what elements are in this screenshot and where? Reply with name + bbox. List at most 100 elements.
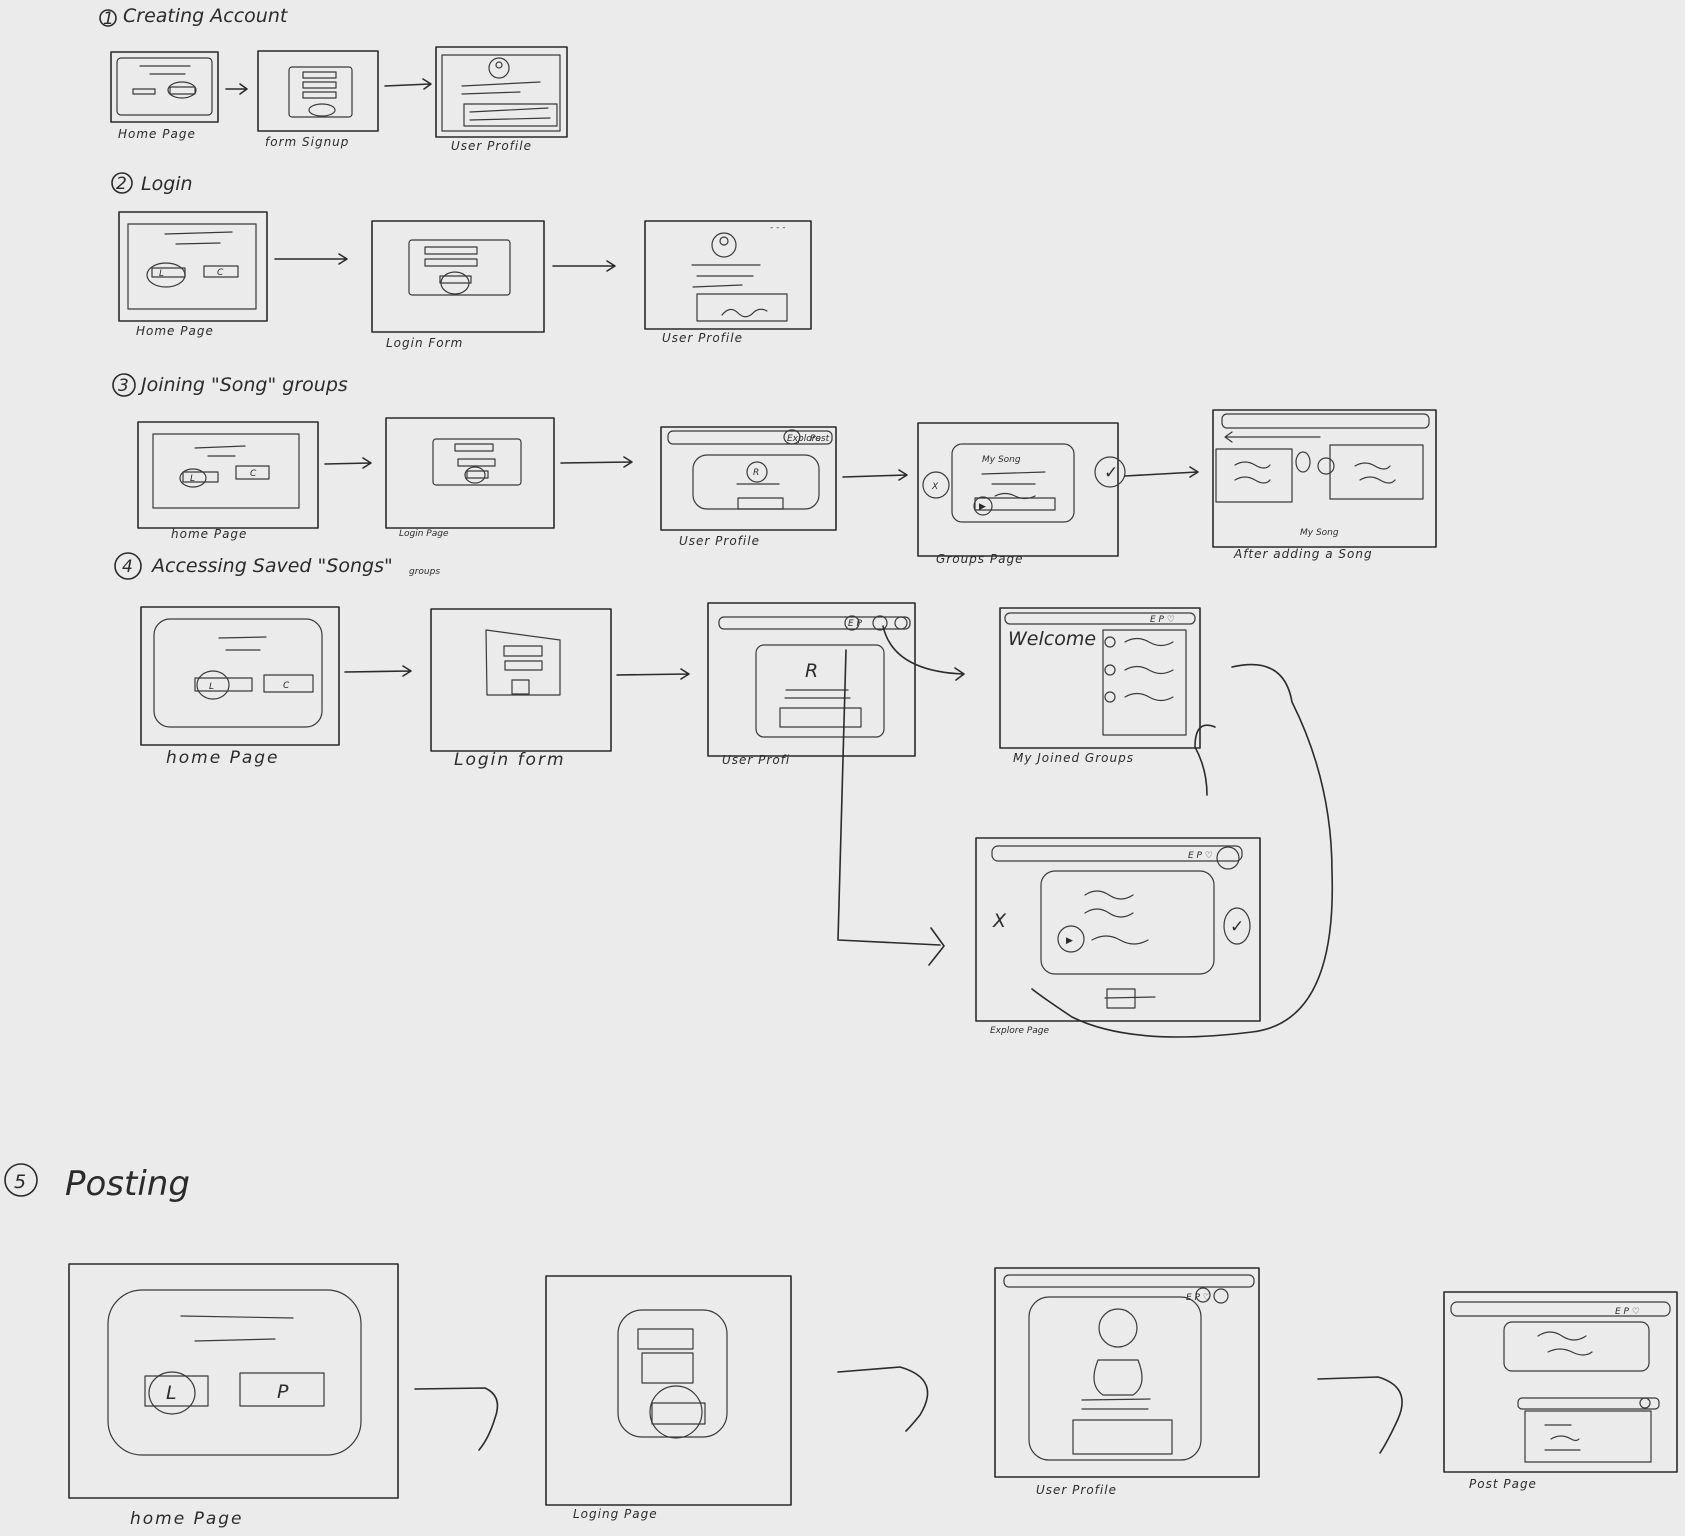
section-2: 2 Login L C Home Page Login Form xyxy=(111,172,812,350)
section-5: 5 Posting L P home Page Loging Page xyxy=(4,1163,1678,1529)
s3-login-page-caption: Login Page xyxy=(399,529,449,539)
s1-form-signup-caption: form Signup xyxy=(265,135,349,149)
s5-btn-p: P xyxy=(277,1381,289,1403)
s3-user-profile-screen: Explore Post R xyxy=(660,426,837,531)
s3-card-title: My Song xyxy=(982,455,1021,465)
s3-btn-c: C xyxy=(250,469,257,479)
s4-login-form-screen xyxy=(430,608,612,752)
section-4-title: Accessing Saved "Songs" xyxy=(150,555,393,577)
section-4-number: 4 xyxy=(122,557,133,577)
s4-btn-c: C xyxy=(283,681,290,691)
s2-dots: - - - xyxy=(770,223,785,233)
s2-btn-l: L xyxy=(159,269,164,279)
section-1-number: 1 xyxy=(103,9,114,29)
s4-arrow-to-explore xyxy=(837,649,945,966)
s5-arrow-1 xyxy=(414,1387,499,1451)
s5-post-nav: E P ♡ xyxy=(1615,1307,1640,1317)
s2-user-profile-screen xyxy=(644,220,812,330)
s1-arrow-1 xyxy=(225,83,248,95)
s3-home-page-screen xyxy=(137,421,319,529)
s4-explore-page-screen: E P ♡ ▶ X ✓ xyxy=(975,837,1261,1022)
section-5-number-circle xyxy=(4,1163,38,1197)
s4-home-page-screen xyxy=(140,606,340,746)
section-3: 3 Joining "Song" groups L C home Page Lo… xyxy=(112,373,1437,566)
s5-post-page-caption: Post Page xyxy=(1469,1477,1537,1491)
section-4-number-circle xyxy=(114,552,142,580)
s3-arrow-3 xyxy=(842,469,908,481)
s5-post-page-screen: E P ♡ xyxy=(1443,1291,1678,1473)
s3-arrow-2 xyxy=(560,456,633,468)
s3-groups-page-screen: My Song ▶ X ✓ xyxy=(917,422,1126,557)
s5-btn-l: L xyxy=(166,1382,177,1404)
s2-arrow-1 xyxy=(274,253,348,265)
s1-arrow-2 xyxy=(384,78,432,90)
s4-explore-accept: ✓ xyxy=(1230,917,1244,937)
s3-after-adding-caption: After adding a Song xyxy=(1233,547,1373,561)
s4-nav-epo: E P ♡ xyxy=(1150,615,1175,625)
s4-user-profile-screen: E P R xyxy=(707,602,916,757)
s3-avatar-letter: R xyxy=(753,468,759,478)
s3-menu-explore: Explore xyxy=(787,434,821,444)
s2-login-form-screen xyxy=(371,220,545,333)
s1-home-page-caption: Home Page xyxy=(118,127,196,141)
section-2-number-circle xyxy=(111,172,133,194)
s5-home-page-screen: L P xyxy=(68,1263,399,1499)
section-1-title: Creating Account xyxy=(123,5,289,27)
s3-my-song-header: My Song xyxy=(1300,528,1339,538)
s4-loop-arrow-2 xyxy=(1194,724,1216,796)
s5-user-profile-screen: E P ♡ xyxy=(994,1267,1260,1478)
section-3-number-circle xyxy=(112,373,136,397)
s1-user-profile-screen xyxy=(435,46,568,138)
s4-explore-nav: E P ♡ xyxy=(1188,851,1213,861)
section-5-number: 5 xyxy=(14,1171,26,1193)
s3-arrow-4 xyxy=(1124,466,1199,478)
s3-login-page-screen xyxy=(385,417,555,529)
s4-arrow-3 xyxy=(882,625,965,681)
section-4-title-suffix: groups xyxy=(409,567,440,577)
s4-nav-ep: E P xyxy=(848,619,863,629)
s2-btn-c: C xyxy=(217,268,224,278)
s4-joined-groups-caption: My Joined Groups xyxy=(1013,751,1134,765)
s2-login-form-caption: Login Form xyxy=(386,336,463,350)
section-5-title: Posting xyxy=(65,1164,190,1204)
s3-menu-post: Post xyxy=(810,434,830,444)
s1-user-profile-caption: User Profile xyxy=(451,139,532,153)
s3-reject-icon: X xyxy=(931,482,939,492)
s4-arrow-2 xyxy=(616,668,690,680)
s5-arrow-2 xyxy=(837,1366,929,1432)
s4-joined-groups-screen: E P ♡ Welcome xyxy=(999,607,1201,749)
s3-arrow-1 xyxy=(324,457,372,469)
s4-arrow-1 xyxy=(344,665,412,677)
section-2-number: 2 xyxy=(116,174,127,194)
section-1: 1 Creating Account Home Page form Signup xyxy=(99,5,568,153)
section-4: 4 Accessing Saved "Songs" groups L C hom… xyxy=(114,552,1334,1038)
s5-profile-nav: E P ♡ xyxy=(1186,1293,1211,1303)
s5-user-profile-caption: User Profile xyxy=(1036,1483,1117,1497)
s2-home-page-caption: Home Page xyxy=(136,324,214,338)
s4-explore-reject: X xyxy=(992,910,1007,932)
s2-arrow-2 xyxy=(552,260,616,272)
s3-user-profile-caption: User Profile xyxy=(679,534,760,548)
s4-explore-page-caption: Explore Page xyxy=(990,1026,1049,1036)
s1-form-signup-screen xyxy=(257,50,379,132)
section-1-number-circle xyxy=(99,9,117,27)
s2-user-profile-caption: User Profile xyxy=(662,331,743,345)
s2-home-page-screen xyxy=(118,211,268,322)
s3-play-icon: ▶ xyxy=(979,502,986,512)
section-3-title: Joining "Song" groups xyxy=(137,374,348,396)
s5-loging-page-caption: Loging Page xyxy=(573,1507,658,1521)
s4-welcome-text: Welcome xyxy=(1008,628,1096,650)
s3-btn-l: L xyxy=(190,474,195,484)
s4-home-page-caption: home Page xyxy=(166,748,280,768)
s4-loop-arrow-1 xyxy=(1031,663,1334,1038)
section-3-number: 3 xyxy=(118,376,129,396)
s3-groups-page-caption: Groups Page xyxy=(936,552,1023,566)
s4-avatar-letter: R xyxy=(805,660,818,682)
s4-login-form-caption: Login form xyxy=(454,750,566,770)
s3-after-adding-screen: My Song xyxy=(1212,409,1437,548)
s1-home-page-screen xyxy=(110,51,219,123)
s3-accept-icon: ✓ xyxy=(1104,463,1118,483)
s4-explore-play-icon: ▶ xyxy=(1066,936,1073,946)
